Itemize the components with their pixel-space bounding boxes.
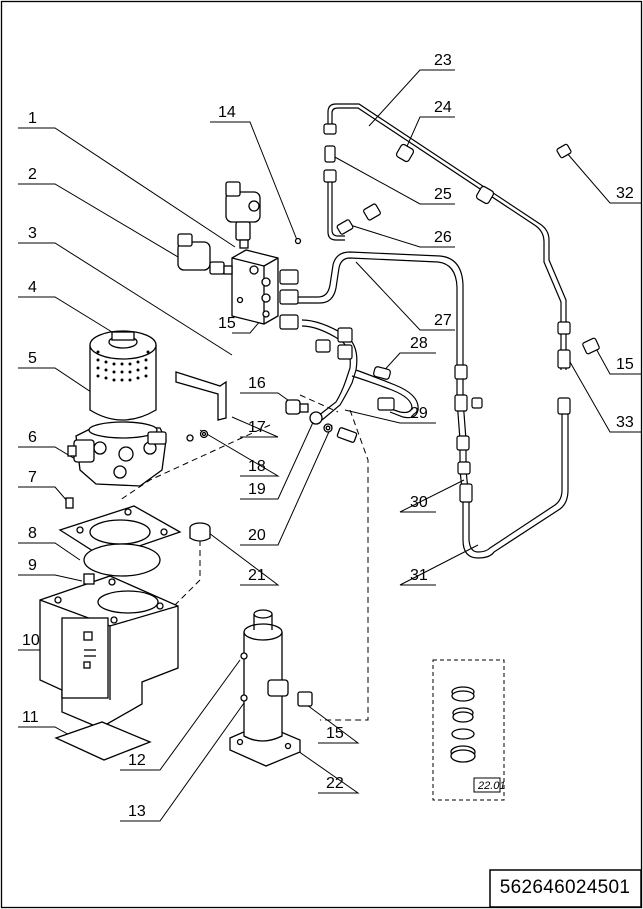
part-number-box [489, 869, 642, 908]
callout-1: 1 [28, 110, 37, 127]
part-number: 562646024501 [499, 877, 631, 898]
callout-33: 33 [616, 414, 634, 431]
callout-15-block: 15 [218, 315, 236, 332]
inset-reference-label: 22.01 [477, 780, 506, 792]
valve-block-assembly [177, 181, 302, 325]
pump-motor-assembly [67, 330, 227, 487]
callout-21: 21 [248, 567, 266, 584]
callout-18: 18 [248, 458, 266, 475]
callout-2: 2 [28, 166, 37, 183]
callout-22: 22 [326, 775, 344, 792]
callout-27: 27 [434, 312, 452, 329]
callout-9: 9 [28, 557, 37, 574]
callout-17: 17 [248, 419, 266, 436]
callout-25: 25 [434, 186, 452, 203]
callout-3: 3 [28, 225, 37, 242]
callout-5: 5 [28, 350, 37, 367]
pipe-lines [298, 103, 569, 559]
callout-15-right: 15 [616, 356, 634, 373]
callout-7: 7 [28, 469, 37, 486]
callout-10: 10 [22, 632, 40, 649]
callout-20: 20 [248, 527, 266, 544]
callout-24: 24 [434, 99, 452, 116]
callout-13: 13 [128, 803, 146, 820]
callout-15-cylinder: 15 [326, 725, 344, 742]
callout-19: 19 [248, 481, 266, 498]
callout-11: 11 [22, 709, 39, 726]
callout-26: 26 [434, 229, 452, 246]
callout-4: 4 [28, 279, 37, 296]
vent-holes [96, 350, 150, 382]
reservoir-assembly [39, 497, 211, 761]
callout-12: 12 [128, 752, 146, 769]
hose-hardware [285, 399, 358, 443]
callout-32: 32 [616, 185, 634, 202]
callout-14: 14 [218, 104, 236, 121]
callout-6: 6 [28, 429, 37, 446]
pipe-fittings [279, 123, 600, 503]
callout-28: 28 [410, 335, 428, 352]
inset-seal-kit: 22.01 [432, 659, 506, 801]
callout-29: 29 [410, 405, 428, 422]
callout-16: 16 [248, 375, 266, 392]
callout-31: 31 [410, 567, 428, 584]
callout-labels: 1 2 3 4 5 6 7 8 9 10 11 12 13 14 15 16 1… [22, 52, 634, 820]
callout-23: 23 [434, 52, 452, 69]
callout-8: 8 [28, 525, 37, 542]
callout-30: 30 [410, 494, 428, 511]
cylinder-assembly [229, 609, 313, 767]
